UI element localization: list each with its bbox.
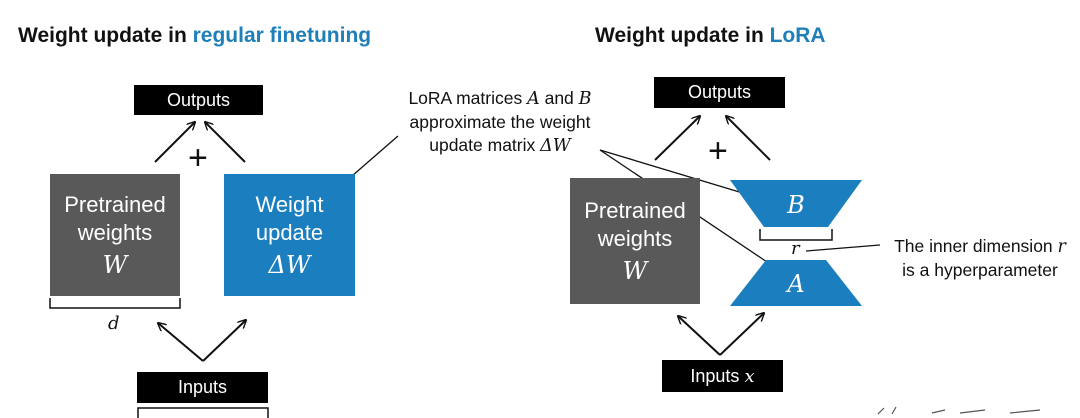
- right-arrow-in-left: [678, 316, 721, 356]
- left-outputs-label: Outputs: [166, 89, 231, 110]
- weight-update-line1: Weight: [255, 192, 324, 217]
- right-outputs-box: Outputs: [654, 77, 785, 108]
- matrix-b-shape: [730, 180, 862, 227]
- matrix-a-label: A: [787, 270, 805, 298]
- rank-bracket: [759, 229, 833, 241]
- matrix-b-label: B: [787, 191, 805, 219]
- note-symbol-delta-w: ΔW: [540, 136, 571, 156]
- right-pretrained-line2: weights: [597, 226, 673, 251]
- right-title: Weight update in LoRA: [595, 24, 826, 48]
- right-outputs-label: Outputs: [687, 82, 752, 102]
- note-line2: approximate the weight: [409, 112, 591, 132]
- left-plus-sign: +: [188, 139, 208, 177]
- callout-line-b: [599, 149, 757, 198]
- right-title-prefix: Weight update in: [595, 24, 770, 47]
- callout-line-update: [351, 135, 399, 177]
- right-inputs-label: Inputs: [690, 365, 740, 386]
- right-title-accent: LoRA: [769, 24, 826, 47]
- weight-update-symbol: ΔW: [268, 251, 311, 279]
- dimension-label-d: d: [108, 313, 120, 334]
- left-inputs-box: Inputs: [137, 372, 268, 403]
- left-pretrained-line2: weights: [77, 220, 153, 245]
- callout-line-rank: [805, 244, 881, 252]
- lora-matrices-note: LoRA matrices A and B approximate the we…: [398, 87, 602, 158]
- note-symbol-b: B: [578, 89, 592, 109]
- left-pretrained-line1: Pretrained: [64, 192, 166, 217]
- left-arrow-in-left: [158, 323, 204, 362]
- note-symbol-a: A: [527, 89, 540, 109]
- right-arrow-out-right: [726, 116, 771, 161]
- inner-dimension-line1: The inner dimension r: [894, 236, 1066, 257]
- left-arrow-in-right: [202, 320, 246, 362]
- inner-dimension-symbol: r: [1057, 237, 1066, 257]
- note-line3: update matrix ΔW: [429, 135, 571, 156]
- right-pretrained-line1: Pretrained: [584, 198, 686, 223]
- right-plus-sign: +: [708, 132, 728, 170]
- right-inputs-symbol: x: [744, 365, 755, 387]
- right-arrow-in-right: [719, 313, 764, 356]
- inputs-bracket: [137, 407, 269, 418]
- left-arrow-out-right: [205, 122, 246, 163]
- right-pretrained-weights-block: Pretrained weights W: [570, 178, 700, 304]
- left-inputs-label: Inputs: [177, 377, 228, 397]
- left-title: Weight update in regular finetuning: [18, 24, 371, 48]
- left-arrow-out-left: [154, 122, 195, 163]
- matrix-a-shape: [730, 260, 862, 306]
- weight-update-line2: update: [255, 220, 324, 245]
- left-dimension-bracket: [49, 298, 181, 309]
- inner-dimension-line2: is a hyperparameter: [902, 260, 1058, 280]
- left-pretrained-weights-block: Pretrained weights W: [50, 174, 180, 296]
- weight-update-block: Weight update ΔW: [224, 174, 355, 296]
- right-pretrained-symbol: W: [622, 257, 648, 285]
- right-arrow-out-left: [654, 116, 700, 161]
- inner-dimension-note: The inner dimension r is a hyperparamete…: [882, 235, 1078, 282]
- left-title-prefix: Weight update in: [18, 24, 193, 47]
- left-pretrained-symbol: W: [102, 251, 128, 279]
- left-title-accent: regular finetuning: [192, 24, 372, 47]
- note-line1: LoRA matrices A and B: [408, 88, 592, 109]
- left-outputs-box: Outputs: [134, 85, 263, 115]
- rank-label-r: r: [791, 238, 800, 259]
- watermark-mark: [877, 406, 1041, 415]
